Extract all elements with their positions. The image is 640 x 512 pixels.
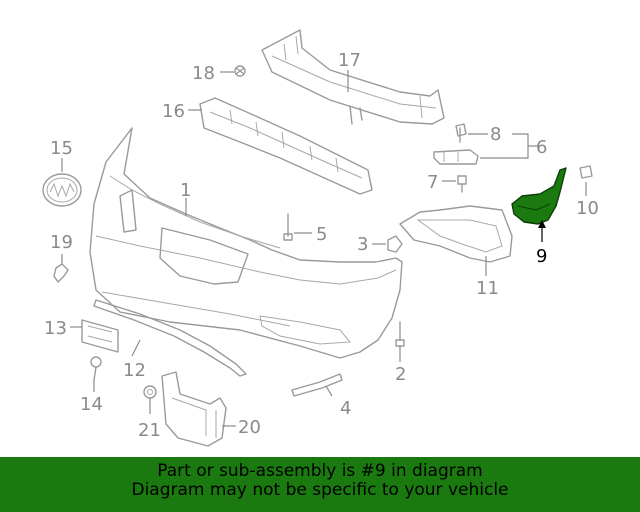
part-14-bolt [90,356,102,381]
leader-lines [61,70,587,427]
callout-10: 10 [576,198,599,219]
callout-21: 21 [138,420,161,441]
part-16-energy-absorber [199,97,373,195]
part-15-emblem [42,173,82,207]
callout-12: 12 [123,360,146,381]
callout-2: 2 [395,364,406,385]
part-7-screw [457,175,467,193]
callout-11: 11 [476,278,499,299]
part-20-sensor-bracket [161,371,227,447]
part-2-bolt [395,321,405,347]
callout-6: 6 [536,137,547,158]
part-11-fog-lamp-cover [399,205,513,263]
part-21-nut [143,385,157,399]
part-4-molding [291,373,343,397]
callout-20: 20 [238,417,261,438]
banner-line-2: Diagram may not be specific to your vehi… [131,480,509,500]
callout-13: 13 [44,318,67,339]
callout-15: 15 [50,138,73,159]
part-13-plate [81,319,119,353]
callout-1: 1 [180,180,191,201]
part-1-bumper-cover [89,127,403,359]
part-9-bracket-highlighted [511,167,567,225]
callout-9: 9 [536,246,547,267]
callout-18: 18 [192,63,215,84]
callout-7: 7 [427,172,438,193]
callout-19: 19 [50,232,73,253]
info-banner: Part or sub-assembly is #9 in diagram Di… [0,457,640,512]
callout-16: 16 [162,101,185,122]
part-17-reinforcement-beam [261,29,445,125]
callout-5: 5 [316,224,327,245]
part-5-bolt [283,213,293,241]
callout-numbers: 1 2 3 4 5 6 7 8 9 10 11 12 13 14 15 16 1… [44,50,599,441]
callout-3: 3 [357,234,368,255]
banner-line-1: Part or sub-assembly is #9 in diagram [157,461,483,481]
part-10-clip [579,165,593,179]
part-12-lower-lip [93,299,247,377]
part-3-clip [387,235,403,253]
callout-14: 14 [80,394,103,415]
callout-4: 4 [340,398,351,419]
part-8-bolt [455,123,467,143]
callout-17: 17 [338,50,361,71]
callout-8: 8 [490,124,501,145]
part-18-bolt [234,65,246,77]
part-6-bracket [433,149,479,165]
part-19-clip [53,263,69,283]
